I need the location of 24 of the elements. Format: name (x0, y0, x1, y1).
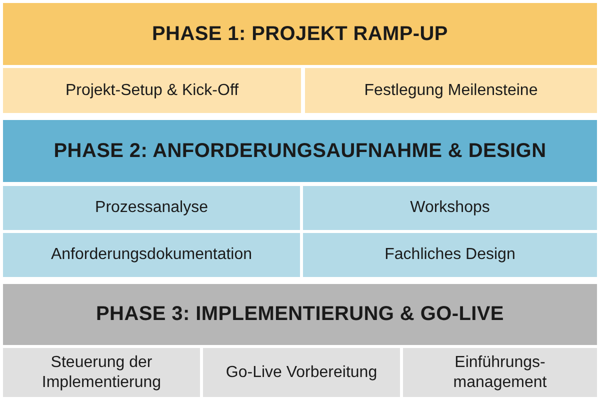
task-label: Fachliches Design (384, 245, 516, 265)
phase-band (3, 120, 597, 182)
task-box (3, 348, 200, 397)
task-label: Steuerung der Implementierung (40, 352, 162, 392)
task-box (403, 348, 597, 397)
phase-title: PHASE 3: IMPLEMENTIERUNG & GO-LIVE (96, 303, 504, 326)
task-label: Workshops (410, 198, 490, 218)
task-label: Projekt-Setup & Kick-Off (65, 80, 239, 100)
task-box (203, 348, 400, 397)
task-box (303, 233, 597, 277)
phase-title: PHASE 2: ANFORDERUNGSAUFNAHME & DESIGN (54, 140, 546, 162)
task-box (3, 233, 300, 277)
task-label: Einführungs- management (452, 352, 548, 392)
task-label: Festlegung Meilensteine (364, 80, 538, 100)
task-label: Go-Live Vorbereitung (226, 362, 378, 382)
phase-band (3, 3, 597, 65)
phase-title: PHASE 1: PROJEKT RAMP-UP (152, 22, 448, 46)
phase-band (3, 284, 597, 345)
task-label: Anforderungsdokumentation (50, 245, 252, 265)
task-box (3, 68, 301, 113)
task-box (305, 68, 597, 113)
task-label: Prozessanalyse (95, 198, 208, 218)
task-box (3, 186, 300, 230)
task-box (303, 186, 597, 230)
